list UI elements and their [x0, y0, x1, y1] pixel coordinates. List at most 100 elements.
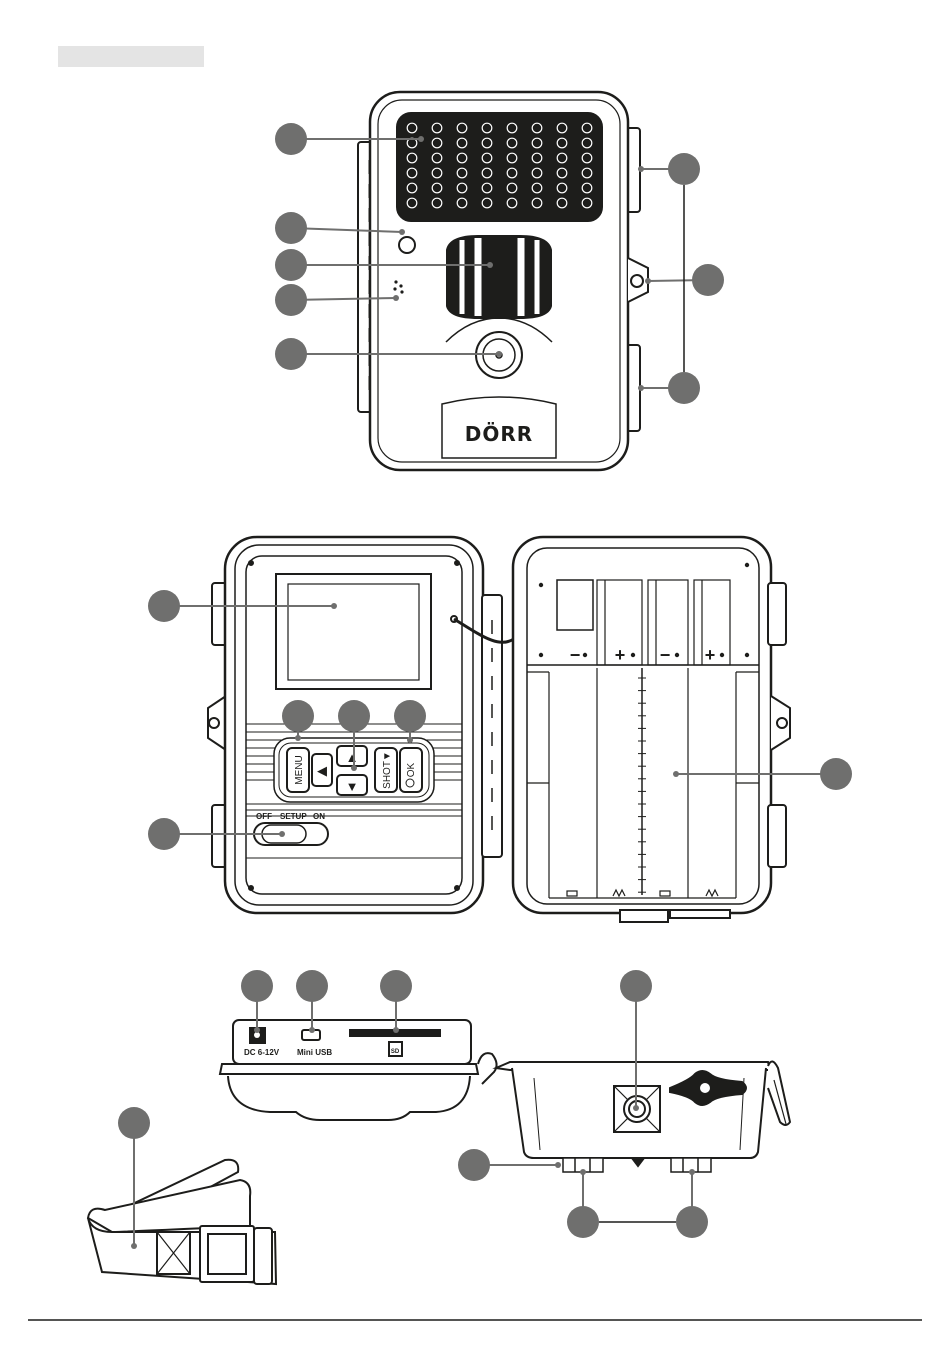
- ir-led: [482, 198, 492, 208]
- callout-dot: [351, 765, 357, 771]
- callout-dot: [131, 1243, 137, 1249]
- ir-led: [432, 183, 442, 193]
- header-tab: [58, 46, 204, 67]
- ir-led: [582, 183, 592, 193]
- callout-dot: [555, 1162, 561, 1168]
- callout-marker: [567, 1206, 599, 1238]
- callout-marker: [668, 153, 700, 185]
- polarity-sign: +: [705, 645, 716, 665]
- callout-dot: [331, 603, 337, 609]
- switch-off-label: OFF: [256, 812, 272, 821]
- ir-led: [557, 153, 567, 163]
- callout-marker: [275, 123, 307, 155]
- ir-led: [457, 153, 467, 163]
- ir-led: [457, 198, 467, 208]
- ir-led: [432, 198, 442, 208]
- ir-led: [532, 183, 542, 193]
- ir-led: [407, 153, 417, 163]
- callout-dot: [309, 1027, 315, 1033]
- ir-led: [482, 168, 492, 178]
- screw-dot: [675, 653, 678, 656]
- callout-dot: [496, 351, 502, 357]
- ir-led: [482, 138, 492, 148]
- callout-marker: [275, 212, 307, 244]
- callout-marker: [668, 372, 700, 404]
- callout-marker: [820, 758, 852, 790]
- callout-marker: [148, 590, 180, 622]
- ir-led: [507, 198, 517, 208]
- callout-marker: [118, 1107, 150, 1139]
- ir-led: [532, 153, 542, 163]
- callout-marker: [394, 700, 426, 732]
- callout-dot: [295, 735, 301, 741]
- screw-dot: [745, 653, 748, 656]
- ir-led: [432, 138, 442, 148]
- switch-setup-label: SETUP: [280, 812, 307, 821]
- ir-led: [557, 123, 567, 133]
- ir-led: [482, 153, 492, 163]
- ok-button-label: OK: [406, 762, 417, 777]
- ir-led: [432, 168, 442, 178]
- callout-marker: [296, 970, 328, 1002]
- callout-dot: [407, 737, 413, 743]
- menu-button-label: MENU: [294, 755, 305, 784]
- callout-dot: [580, 1169, 586, 1175]
- ir-led: [407, 183, 417, 193]
- pir-sensor: [447, 236, 551, 318]
- callout-dot: [279, 831, 285, 837]
- ir-led: [532, 123, 542, 133]
- ir-led: [482, 183, 492, 193]
- ir-led: [507, 138, 517, 148]
- ir-led: [457, 183, 467, 193]
- callout-marker: [148, 818, 180, 850]
- screw-dot: [539, 653, 542, 656]
- callout-dot: [399, 229, 405, 235]
- ir-led: [482, 123, 492, 133]
- callout-dot: [689, 1169, 695, 1175]
- ir-led: [457, 168, 467, 178]
- screw-dot: [745, 563, 748, 566]
- ir-led: [557, 183, 567, 193]
- ir-led: [432, 153, 442, 163]
- callout-dot: [393, 295, 399, 301]
- callout-marker: [692, 264, 724, 296]
- callout-dot: [487, 262, 493, 268]
- ir-led: [507, 123, 517, 133]
- mounting-strap: [88, 1160, 276, 1284]
- callout-marker: [282, 700, 314, 732]
- polarity-sign: +: [615, 645, 626, 665]
- ir-led: [432, 123, 442, 133]
- callout-marker: [275, 284, 307, 316]
- callout-dot: [638, 385, 644, 391]
- ir-led: [557, 138, 567, 148]
- callout-marker: [458, 1149, 490, 1181]
- callout-dot: [393, 1027, 399, 1033]
- ir-led: [532, 168, 542, 178]
- callout-dot: [638, 166, 644, 172]
- ir-led: [557, 198, 567, 208]
- callout-dot: [633, 1105, 639, 1111]
- camera-front-view: DÖRR: [358, 92, 648, 470]
- callout-marker: [241, 970, 273, 1002]
- brand-logo: DÖRR: [465, 422, 533, 446]
- ir-led: [557, 168, 567, 178]
- callout-marker: [338, 700, 370, 732]
- latch-clip: [768, 1061, 790, 1125]
- sd-label: SD: [391, 1049, 400, 1055]
- callout-dot: [254, 1027, 260, 1033]
- callout-dot: [673, 771, 679, 777]
- ir-led: [507, 153, 517, 163]
- ir-led: [457, 138, 467, 148]
- switch-on-label: ON: [313, 812, 325, 821]
- usb-label: Mini USB: [297, 1048, 332, 1057]
- screw-dot: [720, 653, 723, 656]
- polarity-sign: −: [570, 645, 581, 665]
- shot-button-label: SHOT▼: [382, 751, 393, 789]
- screw-dot: [631, 653, 634, 656]
- dc-label: DC 6-12V: [244, 1048, 280, 1057]
- callout-dot: [645, 278, 651, 284]
- polarity-sign: −: [660, 645, 671, 665]
- ir-led: [407, 168, 417, 178]
- callout-marker: [275, 338, 307, 370]
- left-button-label: ◀: [317, 763, 327, 778]
